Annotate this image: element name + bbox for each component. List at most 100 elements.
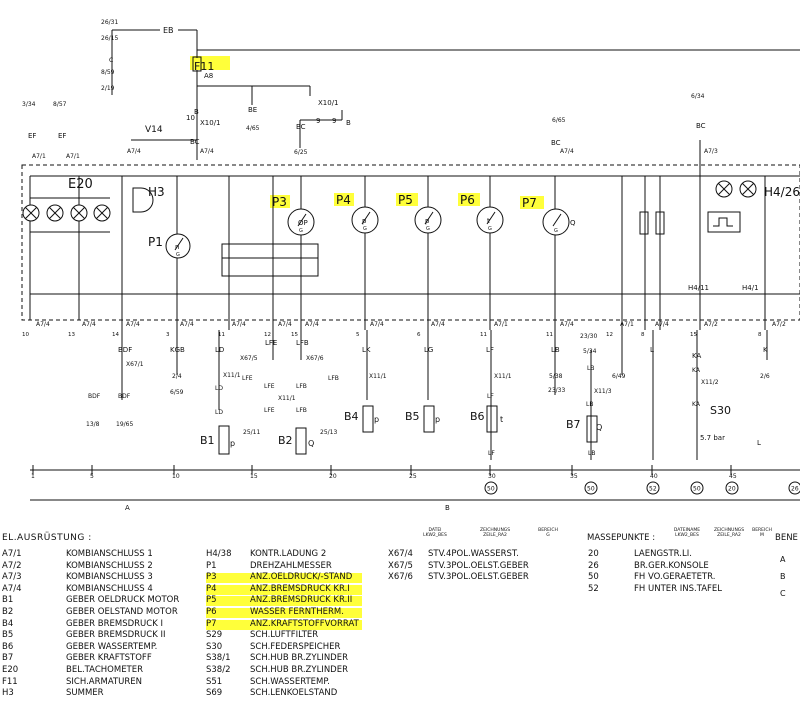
gauge-sub: G <box>426 226 430 232</box>
ref-6-25: 6/25 <box>294 149 308 156</box>
col3-hdr-2: BEREICH G <box>538 528 558 538</box>
legend-desc: STV.4POL.WASSERST. <box>428 549 519 559</box>
ref-ka-b: KA <box>692 401 701 408</box>
f11-highlight <box>190 56 230 70</box>
conn-lower: A7/4 <box>82 321 96 328</box>
conn-lower: A7/4 <box>560 321 574 328</box>
col4-hdr-1: ZEICHNUNGS ZEILE_RA2 <box>714 528 745 538</box>
ground-symbol: 20 <box>725 481 739 495</box>
ref-3-34: 3/34 <box>22 101 36 108</box>
gauge-p6: tG <box>476 206 504 234</box>
legend-code: F11 <box>2 676 18 687</box>
legend-code: S69 <box>206 688 223 699</box>
ground-label: 50 <box>487 486 495 493</box>
ref-26-15: 26/15 <box>101 35 118 42</box>
legend-desc: SCH.LUFTFILTER <box>250 630 319 641</box>
legend-desc: LAENGSTR.LI. <box>634 549 692 559</box>
legend-code: B1 <box>2 595 14 606</box>
ref-5-38: 5/38 <box>549 373 563 380</box>
legend-code: B2 <box>2 606 14 617</box>
ref-c: C <box>109 57 113 64</box>
wire-lb: LB <box>551 346 560 354</box>
ref-25-13: 25/13 <box>320 429 337 436</box>
legend-desc: KOMBIANSCHLUSS 2 <box>66 560 153 571</box>
ref-x11-2: X11/2 <box>701 379 719 386</box>
gauge-p4: pG <box>351 206 379 234</box>
lamp-icon <box>22 204 40 222</box>
ref-x11-1-c: X11/1 <box>369 373 387 380</box>
p4-highlight <box>334 193 354 206</box>
ruler-tick: 30 <box>488 473 496 480</box>
legend-desc: GEBER OELDRUCK MOTOR <box>66 595 180 606</box>
ruler-tick: 10 <box>172 473 180 480</box>
conn-lower: A7/4 <box>36 321 50 328</box>
conn-lower-num: 14 <box>112 332 119 338</box>
label-e20: E20 <box>68 177 93 192</box>
p7-highlight <box>520 196 544 209</box>
legend-highlight <box>206 584 362 595</box>
ground-symbol: 50 <box>584 481 598 495</box>
ref-5-34: 5/34 <box>583 348 597 355</box>
legend-highlight <box>206 607 362 618</box>
legend-desc: STV.3POL.OELST.GEBER <box>428 560 529 571</box>
legend-code: A7/3 <box>2 572 22 583</box>
wire-bc-p7: BC <box>551 139 561 147</box>
sensor-label-b5: B5 <box>405 410 420 423</box>
label-f11: F11 <box>194 60 214 73</box>
col5-title: BENE <box>775 533 798 543</box>
legend-desc: KOMBIANSCHLUSS 1 <box>66 549 153 559</box>
ref-bdf-a: BDF <box>88 393 101 400</box>
label-b-main: B <box>194 108 199 116</box>
label-s30-value: 5.7 bar <box>700 434 725 442</box>
legend-code: S51 <box>206 676 223 687</box>
ref-lfb-a: LFB <box>296 383 307 390</box>
legend-desc: SICH.ARMATUREN <box>66 676 143 687</box>
legend-code: 50 <box>588 572 599 583</box>
legend-code: P3 <box>206 572 217 583</box>
legend-desc: SCH.WASSERTEMP. <box>250 676 330 687</box>
label-h4-26: H4/26 <box>764 185 800 199</box>
sensor-b1-body <box>218 425 230 455</box>
ref-lb-a: LB <box>587 365 594 372</box>
sensor-label-b6: B6 <box>470 410 485 423</box>
sensor-label-b1: B1 <box>200 434 215 447</box>
ground-label: 20 <box>728 486 736 493</box>
ref-23-30: 23/30 <box>580 333 597 340</box>
wire-kgb: KGB <box>170 346 185 354</box>
legend-desc: KONTR.LADUNG 2 <box>250 549 327 559</box>
conn-a7-3: A7/3 <box>704 148 718 155</box>
ref-19-65: 19/65 <box>116 421 133 428</box>
gauge-p7: GQ <box>542 208 576 236</box>
ground-label: 26 <box>791 486 799 493</box>
conn-lower-num: 13 <box>68 332 75 338</box>
ref-h4-1: H4/1 <box>742 284 759 292</box>
ruler-section-b: B <box>445 504 450 512</box>
legend-code: 26 <box>588 560 599 571</box>
label-bc-x10: BC <box>296 123 306 131</box>
ref-6-49: 6/49 <box>612 373 626 380</box>
legend-highlight <box>206 573 362 584</box>
legend-desc: KOMBIANSCHLUSS 4 <box>66 583 153 594</box>
ref-h4-11: H4/11 <box>688 284 709 292</box>
legend-highlight <box>206 596 362 607</box>
p5-highlight <box>396 193 418 206</box>
legend-code: H3 <box>2 688 14 699</box>
legend-code: A7/1 <box>2 549 22 559</box>
legend-desc: BEL.TACHOMETER <box>66 664 144 675</box>
wire-lfe: LFE <box>265 339 277 347</box>
conn-a7-1-b: A7/1 <box>66 153 80 160</box>
conn-a7-4-c: A7/4 <box>560 148 574 155</box>
ref-13-8: 13/8 <box>86 421 100 428</box>
conn-lower: A7/4 <box>232 321 246 328</box>
ref-6-34: 6/34 <box>691 93 705 100</box>
label-h3: H3 <box>148 185 165 199</box>
ref-2-19: 2/19 <box>101 85 115 92</box>
legend-row: S51 SCH.WASSERTEMP. <box>206 677 376 689</box>
